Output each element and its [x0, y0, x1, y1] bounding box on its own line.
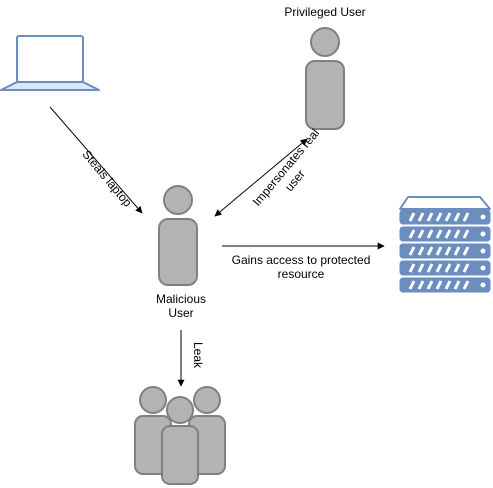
privileged-user-icon[interactable]: [305, 27, 345, 130]
impersonates-label-line1: Impersonates real: [250, 126, 322, 209]
privileged-user-label: Privileged User: [284, 5, 365, 19]
laptop-icon[interactable]: [0, 35, 100, 91]
gains-access-label-line1: Gains access to protected: [232, 253, 371, 267]
malicious-user-icon[interactable]: [158, 185, 198, 286]
gains-access-label-line2: resource: [278, 267, 325, 281]
user-group-icon[interactable]: [134, 386, 226, 485]
server-icon[interactable]: [399, 196, 491, 293]
malicious-user-label-line2: User: [168, 306, 193, 320]
impersonates-arrow: [214, 138, 308, 217]
leak-label: Leak: [191, 342, 205, 369]
steals-laptop-label: Steals laptop: [79, 147, 135, 209]
malicious-user-label-line1: Malicious: [156, 292, 206, 306]
steals-laptop-arrow: [49, 106, 143, 214]
